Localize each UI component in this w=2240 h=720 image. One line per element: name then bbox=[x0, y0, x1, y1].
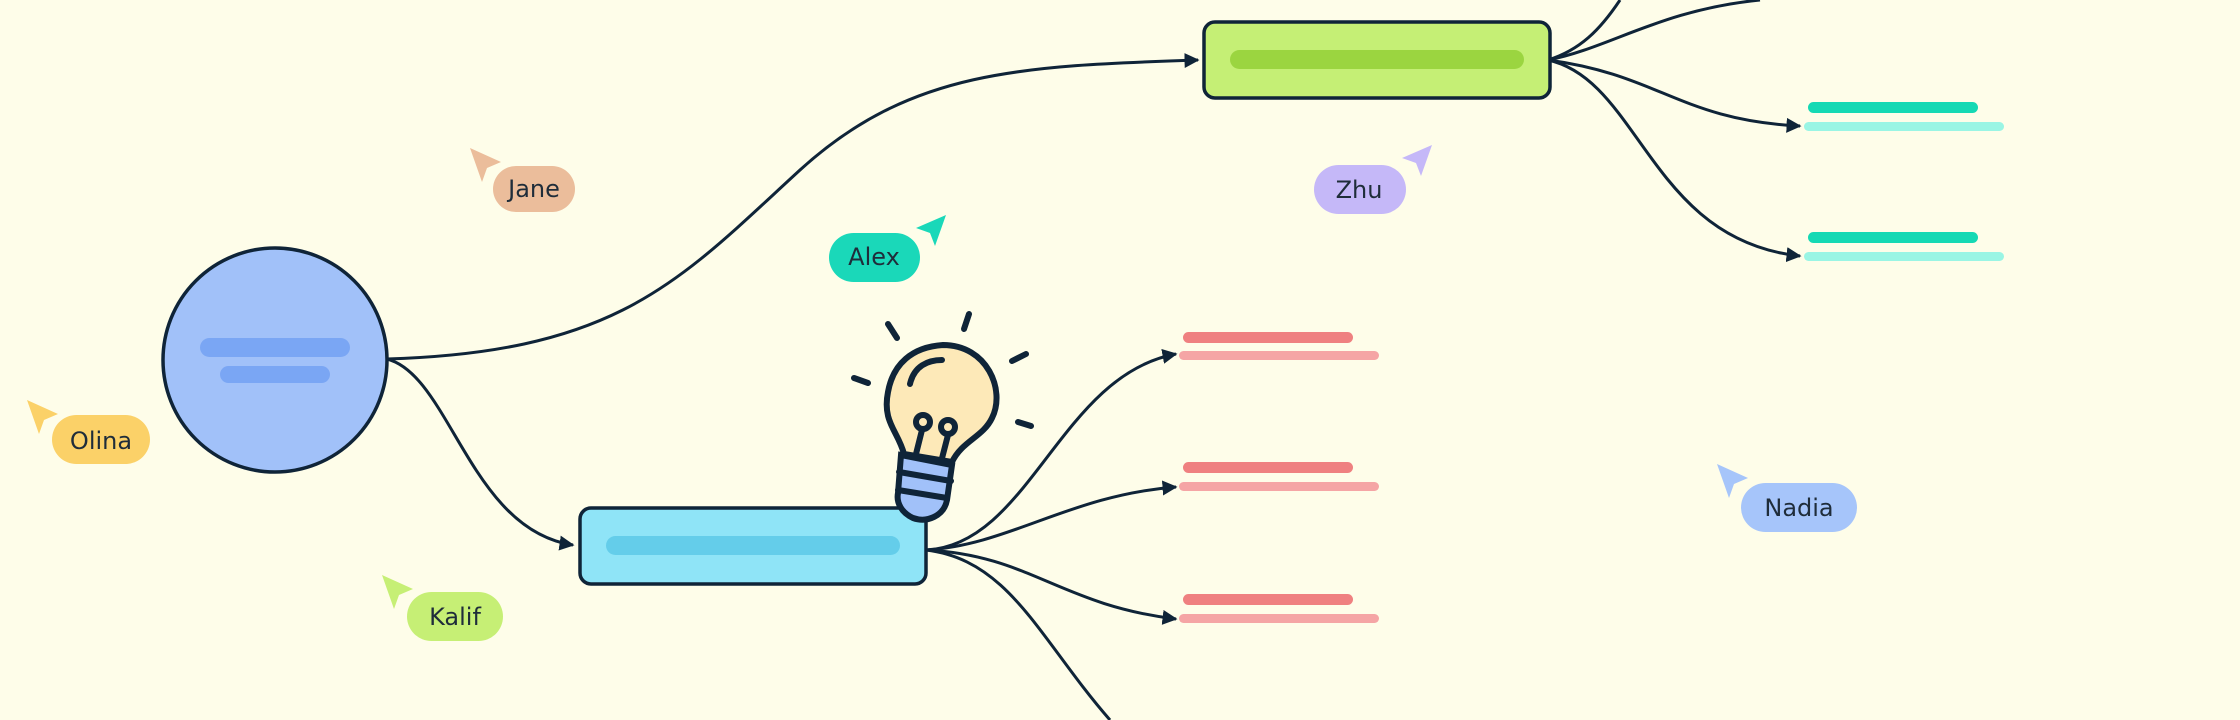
cursor-label-badge bbox=[1314, 165, 1406, 214]
cursor-label-badge bbox=[407, 592, 503, 641]
collaborator-cursor-jane: Jane bbox=[470, 148, 575, 212]
cursor-label-badge bbox=[493, 166, 575, 212]
cursor-label: Jane bbox=[506, 175, 560, 203]
cursor-label: Olina bbox=[70, 427, 132, 455]
connector-central-to-top[interactable] bbox=[386, 52, 1200, 361]
pointer-icon bbox=[1402, 145, 1432, 176]
collaborator-cursor-alex: Alex bbox=[829, 215, 946, 282]
leaf-teal-1[interactable] bbox=[1804, 102, 2004, 131]
pointer-icon bbox=[27, 400, 58, 434]
pointer-icon bbox=[470, 148, 501, 182]
collaborator-cursor-olina: Olina bbox=[27, 400, 150, 464]
connector-bottom-to-offscreen[interactable] bbox=[925, 548, 1112, 720]
connector-bottom-to-red-3[interactable] bbox=[925, 548, 1178, 625]
connector-bottom-to-red-2[interactable] bbox=[925, 480, 1178, 552]
cursor-label-badge bbox=[52, 415, 150, 464]
central-topic-node[interactable] bbox=[161, 246, 389, 474]
connector-bottom-to-red-1[interactable] bbox=[925, 349, 1178, 552]
collaborator-cursor-kalif: Kalif bbox=[382, 575, 503, 641]
pointer-icon bbox=[916, 215, 946, 246]
pointer-icon bbox=[382, 575, 413, 609]
branch-node-top[interactable] bbox=[1202, 20, 1552, 100]
cursor-label: Kalif bbox=[429, 603, 481, 631]
connector-top-to-offscreen-2[interactable] bbox=[1547, 0, 1761, 62]
connector-central-to-bottom[interactable] bbox=[386, 357, 575, 551]
cursor-label-badge bbox=[1741, 483, 1857, 532]
collaborator-cursor-nadia: Nadia bbox=[1717, 464, 1857, 532]
connector-top-to-teal-1[interactable] bbox=[1547, 58, 1802, 133]
leaf-red-1[interactable] bbox=[1179, 332, 1379, 360]
connector-top-to-teal-2[interactable] bbox=[1547, 58, 1802, 263]
cursor-label: Nadia bbox=[1764, 494, 1833, 522]
collaborator-cursor-zhu: Zhu bbox=[1314, 145, 1432, 214]
leaf-red-3[interactable] bbox=[1179, 594, 1379, 623]
cursor-label: Zhu bbox=[1336, 176, 1383, 204]
cursor-label-badge bbox=[829, 233, 920, 282]
pointer-icon bbox=[1717, 464, 1748, 498]
leaf-red-2[interactable] bbox=[1179, 462, 1379, 491]
branch-node-bottom[interactable] bbox=[578, 506, 928, 586]
cursor-label: Alex bbox=[848, 243, 900, 271]
lightbulb-icon bbox=[851, 311, 1034, 523]
leaf-teal-2[interactable] bbox=[1804, 232, 2004, 261]
